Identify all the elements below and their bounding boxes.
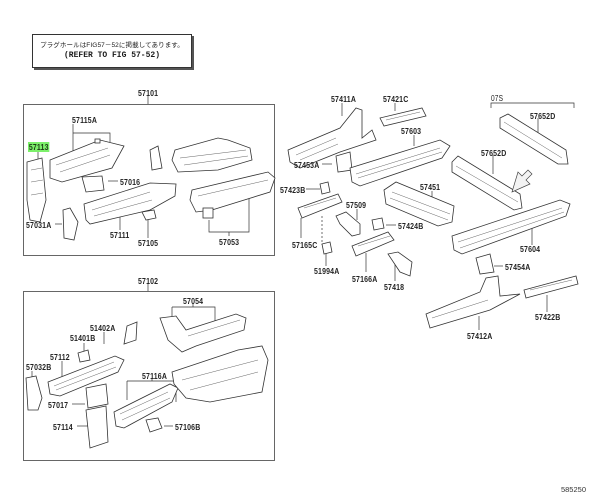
part-57144-shape: [149, 145, 163, 171]
label-57412A[interactable]: 57412A: [467, 331, 493, 341]
part-57454A-shape: [475, 253, 495, 275]
direction-arrow-shape: [511, 169, 533, 193]
part-57031A-shape: [62, 207, 79, 241]
bracket-57115A: [72, 124, 111, 152]
label-57115A[interactable]: 57115A: [72, 115, 98, 125]
part-57652D-mid-shape: [451, 155, 523, 211]
part-57032B-shape: [25, 375, 43, 411]
label-57114[interactable]: 57114: [53, 422, 73, 432]
part-57114-shape: [85, 405, 109, 449]
label-57421C[interactable]: 57421C: [383, 94, 409, 104]
label-57111[interactable]: 57111: [110, 230, 130, 240]
bracket-07S: [490, 102, 575, 108]
label-57053[interactable]: 57053: [219, 237, 240, 247]
label-57652D-mid[interactable]: 57652D: [481, 148, 507, 158]
label-51994A[interactable]: 51994A: [314, 266, 340, 276]
note-english: (REFER TO FIG 57-52): [63, 51, 160, 60]
label-57113-selected[interactable]: 57113: [28, 142, 50, 152]
part-57652D-top-shape: [499, 113, 569, 165]
part-51401B-shape: [77, 349, 91, 363]
label-57116A[interactable]: 57116A: [142, 371, 168, 381]
part-57166A-shape: [351, 231, 395, 257]
label-57454A[interactable]: 57454A: [505, 262, 531, 272]
part-57424B-shape: [371, 217, 385, 231]
label-57112[interactable]: 57112: [50, 352, 70, 362]
part-57411A-shape: [287, 107, 377, 169]
label-57165C[interactable]: 57165C: [292, 240, 318, 250]
part-57412A-shape: [425, 275, 521, 329]
label-57652D-top[interactable]: 57652D: [530, 111, 556, 121]
label-57105[interactable]: 57105: [138, 238, 159, 248]
part-57106B-shape: [145, 417, 163, 433]
label-51401B[interactable]: 51401B: [70, 333, 96, 343]
part-57165C-shape: [297, 193, 343, 219]
label-57604[interactable]: 57604: [520, 244, 541, 254]
label-57603[interactable]: 57603: [401, 126, 422, 136]
label-57418[interactable]: 57418: [384, 282, 405, 292]
label-51402A[interactable]: 51402A: [90, 323, 116, 333]
part-57016-shape: [81, 175, 105, 193]
part-51994A-shape: [321, 241, 333, 255]
label-57031A[interactable]: 57031A: [26, 220, 52, 230]
label-57166A[interactable]: 57166A: [352, 274, 378, 284]
label-57106B[interactable]: 57106B: [175, 422, 201, 432]
label-57453A[interactable]: 57453A: [294, 160, 320, 170]
part-57113-shape: [26, 157, 47, 223]
label-57424B[interactable]: 57424B: [398, 221, 424, 231]
note-japanese: プラグホールはFIG57－52に掲載してあります。: [40, 42, 184, 49]
label-57016[interactable]: 57016: [120, 177, 141, 187]
part-57115A-shape: [49, 139, 125, 183]
refer-note-box: プラグホールはFIG57－52に掲載してあります。 (REFER TO FIG …: [32, 34, 192, 68]
part-57422B-shape: [523, 275, 579, 299]
label-57509[interactable]: 57509: [346, 200, 367, 210]
part-57017-shape: [85, 383, 109, 409]
part-57105-shape: [141, 209, 157, 221]
figure-id: 585250: [560, 485, 586, 494]
part-57111-shape: [83, 182, 177, 225]
part-57423B-shape: [319, 181, 331, 195]
part-57603-shape: [349, 139, 451, 187]
bracket-57053: [208, 195, 250, 236]
label-57017[interactable]: 57017: [48, 400, 69, 410]
label-57411A[interactable]: 57411A: [331, 94, 357, 104]
part-57451-shape: [383, 181, 455, 227]
part-57509-shape: [335, 211, 361, 237]
part-57421C-shape: [379, 107, 427, 127]
label-57451[interactable]: 57451: [420, 182, 441, 192]
part-57054-shape: [159, 313, 247, 353]
part-51402A-shape: [123, 321, 138, 345]
label-57422B[interactable]: 57422B: [535, 312, 561, 322]
part-center-floor-shape: [171, 137, 253, 173]
label-57102[interactable]: 57102: [138, 276, 159, 286]
part-rear-floor-shape: [171, 345, 269, 403]
label-57423B[interactable]: 57423B: [280, 185, 306, 195]
label-57054[interactable]: 57054: [183, 296, 204, 306]
part-57116A-shape: [113, 383, 179, 429]
part-57418-shape: [387, 251, 413, 277]
part-57453A-shape: [335, 151, 353, 173]
label-07S: 07S: [491, 94, 504, 103]
label-57101[interactable]: 57101: [138, 88, 159, 98]
group-box-57102: [23, 291, 275, 461]
label-57032B[interactable]: 57032B: [26, 362, 52, 372]
part-57053-shape: [189, 171, 276, 213]
